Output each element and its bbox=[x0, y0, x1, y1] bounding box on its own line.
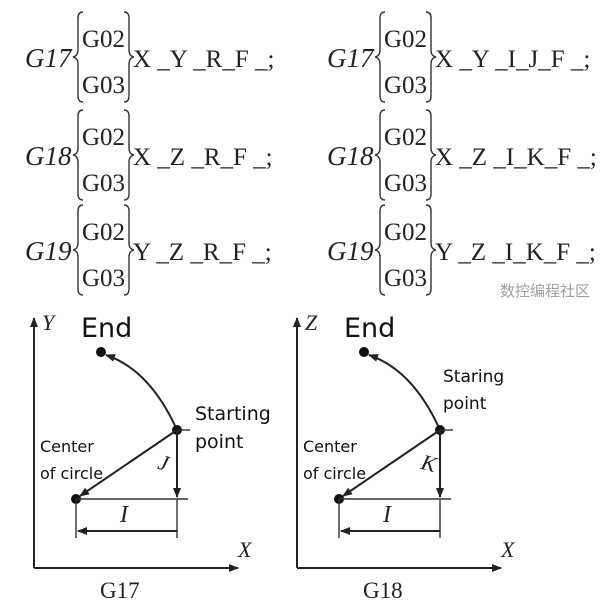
code-g02: G02 bbox=[82, 26, 125, 53]
horizontal-offset-label: I bbox=[382, 502, 392, 528]
right-brace bbox=[123, 109, 135, 201]
vertical-axis-label: Y bbox=[42, 310, 57, 335]
horizontal-axis-label: X bbox=[237, 537, 253, 562]
end-point bbox=[359, 347, 369, 357]
center-label-line1: Center bbox=[303, 437, 357, 456]
address-words: X _Y _I_J_F _; bbox=[435, 46, 590, 73]
address-words: X _Y _R_F _; bbox=[133, 46, 274, 73]
arc-path bbox=[105, 354, 178, 431]
center-label-line2: of circle bbox=[40, 464, 103, 483]
plane-code: G17 bbox=[327, 43, 375, 73]
plane-code: G17 bbox=[25, 43, 73, 73]
horizontal-axis-label: X bbox=[500, 537, 516, 562]
right-brace bbox=[123, 204, 135, 296]
code-g03: G03 bbox=[82, 170, 125, 197]
center-label-line2: of circle bbox=[303, 464, 366, 483]
address-words: X _Z _I_K_F _; bbox=[435, 144, 597, 171]
center-label-line1: Center bbox=[40, 437, 94, 456]
code-g03: G03 bbox=[384, 170, 427, 197]
end-point bbox=[96, 347, 106, 357]
code-g02: G02 bbox=[82, 219, 125, 246]
code-g02: G02 bbox=[82, 124, 125, 151]
code-g03: G03 bbox=[384, 265, 427, 292]
left-brace bbox=[374, 109, 386, 201]
end-label: End bbox=[81, 313, 132, 344]
radius-vector bbox=[342, 429, 441, 497]
plane-code: G19 bbox=[327, 236, 374, 266]
end-label: End bbox=[344, 313, 395, 344]
right-brace bbox=[425, 109, 437, 201]
address-words: X _Z _R_F _; bbox=[133, 144, 273, 171]
left-brace bbox=[72, 109, 84, 201]
vertical-offset-label: K bbox=[418, 449, 441, 478]
watermark: 数控编程社区 bbox=[500, 282, 590, 300]
plane-caption: G17 bbox=[100, 578, 140, 600]
plane-code: G18 bbox=[327, 141, 374, 171]
code-g02: G02 bbox=[384, 219, 427, 246]
arc-path bbox=[368, 354, 441, 431]
horizontal-offset-label: I bbox=[119, 502, 129, 528]
start-label-line2: point bbox=[195, 431, 243, 453]
address-words: Y _Z _I_K_F _; bbox=[435, 239, 596, 266]
radius-vector bbox=[79, 429, 178, 497]
vertical-axis-label: Z bbox=[305, 310, 318, 335]
right-brace bbox=[123, 11, 135, 103]
code-g03: G03 bbox=[384, 72, 427, 99]
code-g02: G02 bbox=[384, 124, 427, 151]
start-label-line1: Starting bbox=[195, 403, 271, 425]
plane-code: G19 bbox=[25, 236, 72, 266]
start-label-line1: Staring bbox=[443, 367, 504, 387]
right-brace bbox=[425, 204, 437, 296]
address-words: Y _Z _R_F _; bbox=[133, 239, 272, 266]
plane-code: G18 bbox=[25, 141, 72, 171]
left-brace bbox=[374, 11, 386, 103]
left-brace bbox=[72, 204, 84, 296]
code-g02: G02 bbox=[384, 26, 427, 53]
code-g03: G03 bbox=[82, 72, 125, 99]
code-g03: G03 bbox=[82, 265, 125, 292]
right-brace bbox=[425, 11, 437, 103]
left-brace bbox=[72, 11, 84, 103]
left-brace bbox=[374, 204, 386, 296]
start-label-line2: point bbox=[443, 394, 487, 414]
vertical-offset-label: J bbox=[156, 449, 173, 476]
plane-caption: G18 bbox=[363, 578, 403, 600]
